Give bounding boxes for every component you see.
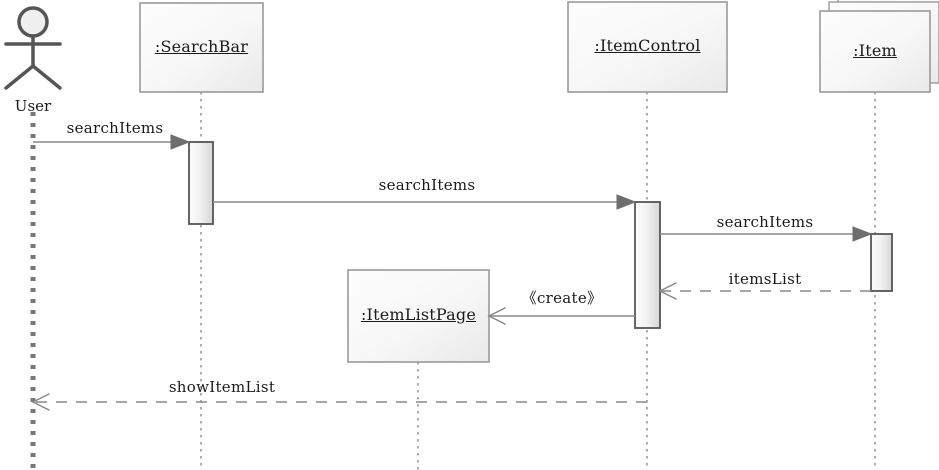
actor-figure-group: [4, 6, 62, 90]
participant-box-item[interactable]: [819, 10, 931, 93]
participant-boxes-group: [139, 0, 939, 363]
message-label-msg-items-list: itemsList: [728, 270, 802, 288]
participant-label-item-control: :ItemControl: [594, 36, 701, 55]
message-label-msg-search-items-item: searchItems: [716, 213, 814, 231]
participant-label-search-bar: :SearchBar: [154, 36, 249, 56]
actor-label-user: User: [14, 97, 52, 115]
arrowhead-open-msg-items-list: [658, 282, 677, 300]
actor-head-icon: [17, 6, 49, 38]
arrowhead-filled-msg-search-items-control: [616, 194, 637, 210]
activation-bars-group: [188, 141, 893, 329]
message-label-msg-show-item-list: showItemList: [168, 378, 276, 396]
messages-group: [31, 134, 873, 411]
actor-leg-right-icon: [31, 64, 62, 90]
message-label-msg-create: 《create》: [521, 289, 603, 307]
participant-label-item: :Item: [853, 40, 897, 60]
participant-box-item-list-page[interactable]: [347, 269, 490, 363]
activation-bar-search-bar[interactable]: [188, 141, 214, 225]
arrowhead-open-msg-create: [487, 307, 506, 325]
arrowhead-open-msg-show-item-list: [31, 393, 50, 411]
participant-box-search-bar[interactable]: [139, 2, 264, 93]
message-label-msg-search-items-control: searchItems: [378, 176, 476, 194]
participant-label-item-list-page: :ItemListPage: [360, 305, 477, 324]
arrowhead-filled-msg-search-items-user: [170, 134, 191, 150]
message-label-msg-search-items-user: searchItems: [66, 119, 164, 137]
actor-leg-left-icon: [4, 64, 35, 90]
activation-bar-item[interactable]: [870, 233, 893, 292]
participant-box-item-control[interactable]: [567, 1, 728, 93]
activation-bar-item-control[interactable]: [634, 201, 661, 329]
arrowhead-filled-msg-search-items-item: [852, 226, 873, 242]
